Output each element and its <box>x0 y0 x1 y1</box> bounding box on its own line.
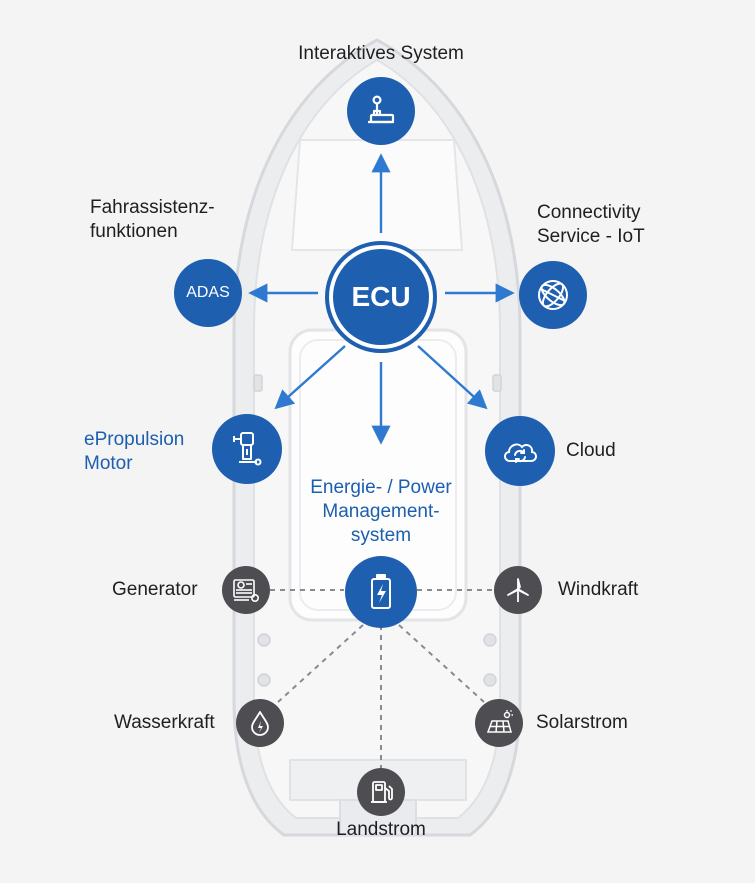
node-generator <box>222 566 270 614</box>
label-solarstrom: Solarstrom <box>536 712 628 733</box>
label-adas-line2: funktionen <box>90 221 178 242</box>
label-adas-line1: Fahrassistenz- <box>90 197 215 218</box>
label-wasserkraft: Wasserkraft <box>114 712 215 733</box>
outboard-motor-icon <box>233 432 262 466</box>
node-ecu: ECU <box>333 249 429 345</box>
node-connectivity-iot <box>519 261 587 329</box>
node-adas: ADAS <box>174 259 242 327</box>
node-wasserkraft <box>236 699 284 747</box>
fuel-pump-icon <box>371 781 393 803</box>
label-epropulsion-line1: ePropulsion <box>84 429 185 450</box>
water-drop-icon <box>251 711 269 736</box>
generator-icon <box>233 579 259 602</box>
label-generator: Generator <box>112 579 198 600</box>
label-iot-line2: Service - IoT <box>537 226 645 247</box>
label-windkraft: Windkraft <box>558 579 639 600</box>
cloud-sync-icon <box>504 443 537 463</box>
label-epropulsion-line2: Motor <box>84 453 133 474</box>
label-energy-line1: Energie- / Power <box>310 477 452 498</box>
joystick-icon <box>368 95 395 124</box>
label-energy-line3: system <box>350 525 412 546</box>
node-epropulsion-motor <box>212 414 282 484</box>
node-cloud <box>485 416 555 486</box>
node-landstrom <box>357 768 405 816</box>
node-energy-management <box>345 556 417 628</box>
solar-panel-icon <box>486 709 513 733</box>
label-cloud: Cloud <box>566 440 616 461</box>
label-iot-line1: Connectivity <box>537 202 641 223</box>
label-interactive-system: Interaktives System <box>298 43 464 64</box>
node-windkraft <box>494 566 542 614</box>
ecu-label: ECU <box>351 281 411 312</box>
label-landstrom: Landstrom <box>336 819 426 840</box>
wind-turbine-icon <box>507 578 529 602</box>
globe-icon <box>538 280 568 310</box>
label-energy-line2: Management- <box>322 501 440 522</box>
node-solarstrom <box>475 699 523 747</box>
node-interactive-system <box>347 77 415 145</box>
adas-label: ADAS <box>186 284 230 301</box>
battery-icon <box>371 574 391 609</box>
